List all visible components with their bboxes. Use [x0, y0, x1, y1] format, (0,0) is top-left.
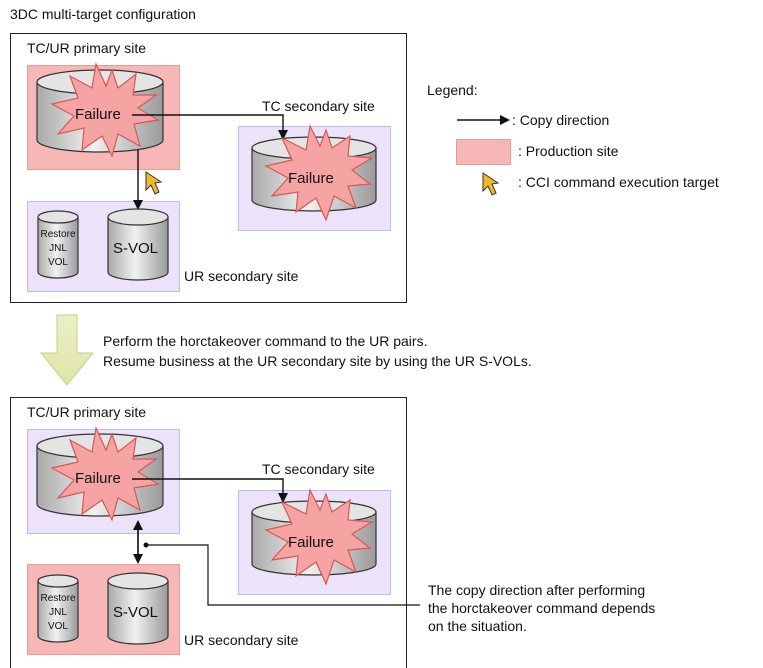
bottom-restore-label: Restore	[40, 593, 76, 604]
bottom-ur-secondary-site-label: UR secondary site	[184, 632, 299, 648]
legend-production-swatch	[456, 139, 511, 165]
top-jnl-label: JNL	[49, 243, 67, 254]
bottom-note-line-3: on the situation.	[428, 618, 527, 634]
legend-production-site: : Production site	[518, 143, 619, 159]
legend-cci-target: : CCI command execution target	[518, 174, 719, 190]
bottom-note-line-1: The copy direction after performing	[428, 582, 646, 598]
legend-heading: Legend:	[427, 82, 478, 98]
top-svol-label: S-VOL	[113, 240, 159, 257]
transition-line-1: Perform the horctakeover command to the …	[103, 333, 428, 349]
bottom-note-leader-line	[143, 542, 420, 606]
bottom-svol-icon	[107, 572, 169, 645]
bottom-jnl-label: JNL	[49, 607, 67, 618]
top-restore-jnl-vol-icon	[37, 210, 79, 279]
top-copy-arrow-primary-to-tc	[132, 114, 288, 140]
bottom-primary-site-label: TC/UR primary site	[27, 404, 147, 420]
bottom-note-line-2: the horctakeover command depends	[428, 600, 656, 616]
top-primary-site-label: TC/UR primary site	[27, 40, 147, 56]
top-tc-secondary-site-label: TC secondary site	[262, 98, 375, 114]
page-title: 3DC multi-target configuration	[10, 6, 196, 22]
transition-down-arrow	[39, 314, 95, 386]
top-svol-icon	[107, 208, 169, 281]
top-primary-failure-label: Failure	[75, 106, 121, 123]
legend-copy-direction: : Copy direction	[512, 112, 610, 128]
top-tc-failure-burst	[264, 124, 374, 222]
bottom-primary-failure-burst	[50, 425, 160, 522]
bottom-copy-arrow-primary-to-tc	[132, 478, 288, 503]
transition-line-2: Resume business at the UR secondary site…	[103, 353, 532, 369]
top-cci-pointer-icon	[145, 171, 163, 195]
top-ur-secondary-site-label: UR secondary site	[184, 268, 299, 284]
bottom-tc-secondary-site-label: TC secondary site	[262, 461, 375, 477]
top-restore-label: Restore	[40, 229, 76, 240]
bottom-svol-label: S-VOL	[113, 604, 159, 621]
bottom-primary-failure-label: Failure	[75, 470, 121, 487]
top-tc-failure-label: Failure	[288, 170, 334, 187]
top-vol-label: VOL	[47, 257, 68, 268]
bottom-vol-label: VOL	[47, 621, 68, 632]
top-primary-failure-burst	[50, 61, 160, 158]
legend-cci-pointer-icon	[482, 172, 500, 196]
bottom-restore-jnl-vol-icon	[37, 574, 79, 643]
bottom-tc-failure-label: Failure	[288, 534, 334, 551]
bottom-tc-failure-burst	[264, 488, 374, 586]
